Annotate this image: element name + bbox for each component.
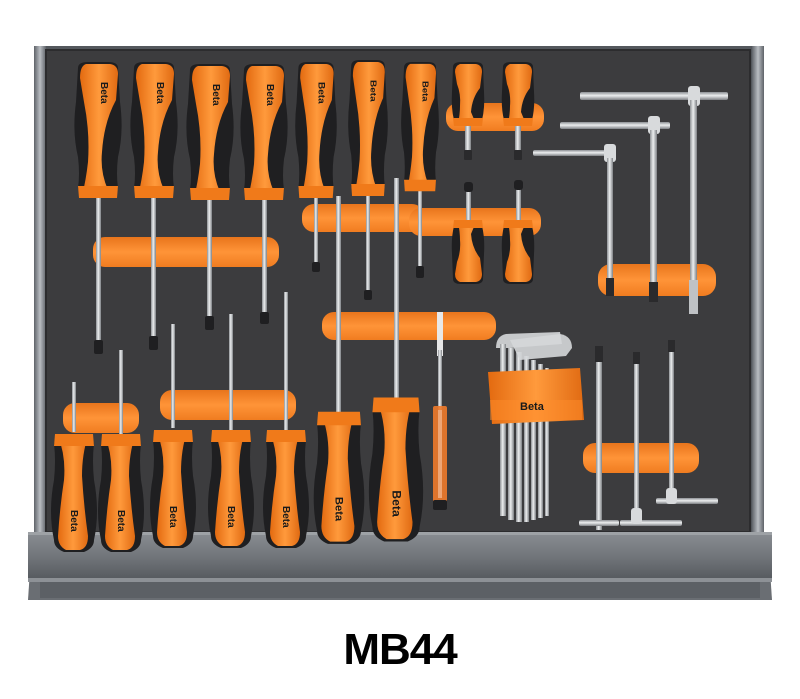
screwdrivers-top-row (74, 60, 439, 354)
hex-key-set: Beta (488, 332, 584, 522)
stubby-screwdrivers (451, 62, 535, 284)
product-code-label: MB44 (343, 625, 457, 674)
screwdrivers-bottom-row (51, 178, 424, 552)
tray-left-rail (34, 46, 46, 540)
tray-right-rail (752, 46, 764, 540)
t-handle-wrenches-lower (579, 340, 718, 530)
finger-slots (63, 103, 716, 473)
voltage-tester (433, 312, 447, 510)
hex-set-brand: Beta (520, 401, 545, 413)
t-handle-wrenches-upper (533, 86, 728, 314)
